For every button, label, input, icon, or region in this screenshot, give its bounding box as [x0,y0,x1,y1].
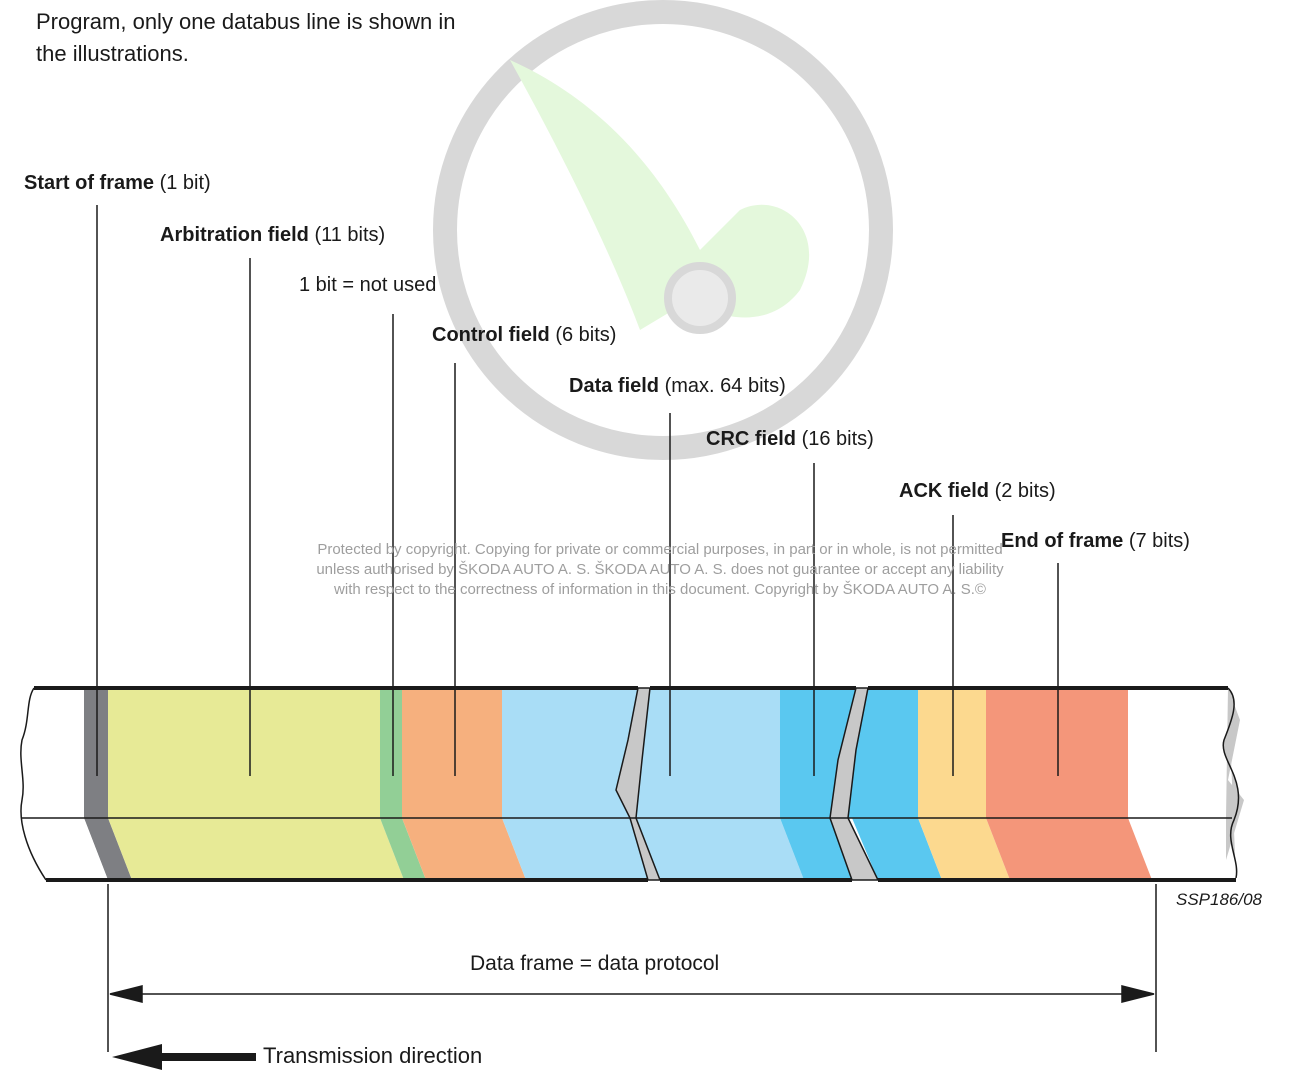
skoda-logo-watermark [433,0,893,460]
bus-band [16,686,1244,882]
segment-start-of-frame [84,688,108,818]
label-arbitration-field: Arbitration field (11 bits) [160,224,386,246]
label-ack-field: ACK field (2 bits) [899,480,1056,502]
label-control-field: Control field (6 bits) [432,324,617,346]
segment-end-of-frame [986,688,1128,818]
copyright-notice: Protected by copyright. Copying for priv… [316,541,1004,598]
segment-crc-a [780,688,856,818]
label-start-of-frame: Start of frame (1 bit) [24,172,211,194]
label-data-field: Data field (max. 64 bits) [569,375,786,397]
label-not-used: 1 bit = not used [299,274,437,296]
intro-text: Program, only one databus line is shown … [36,9,456,66]
label-crc-field: CRC field (16 bits) [706,428,874,450]
segment-data-a [502,688,638,818]
segment-control [402,688,502,818]
segment-data-b [630,688,780,818]
leader-lines [96,205,1059,776]
transmission-arrow-icon [112,1044,256,1070]
data-frame-caption: Data frame = data protocol [470,952,720,975]
segment-ack [918,688,986,818]
segment-arbitration [108,688,380,818]
frame-dimension [107,884,1157,1052]
segment-not-used [380,688,402,818]
segment-crc-b [848,688,918,818]
figure-reference: SSP186/08 [1176,890,1263,909]
label-end-of-frame: End of frame (7 bits) [1001,530,1190,552]
transmission-direction-caption: Transmission direction [263,1043,483,1068]
